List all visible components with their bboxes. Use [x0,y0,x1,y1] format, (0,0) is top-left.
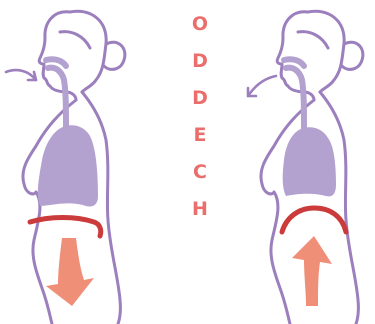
head-outline [39,11,106,100]
label-letter: C [193,161,207,183]
diaphragm [30,218,101,237]
head-outline [277,11,344,100]
air-in-arrow [6,70,36,80]
label-letter: D [192,87,208,109]
back-outline [82,92,120,324]
center-label: O D D E C H [192,13,208,220]
diaphragm [282,208,346,232]
lungs [38,125,98,206]
airway [48,68,66,130]
diaphragm-arrow-down [46,238,94,306]
label-letter: D [192,50,208,72]
hair-strand [60,32,90,48]
figure-exhale [248,11,363,324]
label-letter: H [192,198,208,220]
figure-inhale [6,11,125,324]
hair-strand [298,32,328,48]
label-letter: O [192,13,208,35]
label-letter: E [194,124,207,146]
lungs [283,127,336,196]
diaphragm-arrow-up [292,236,332,306]
airway [286,68,304,130]
air-out-arrow [248,76,276,96]
